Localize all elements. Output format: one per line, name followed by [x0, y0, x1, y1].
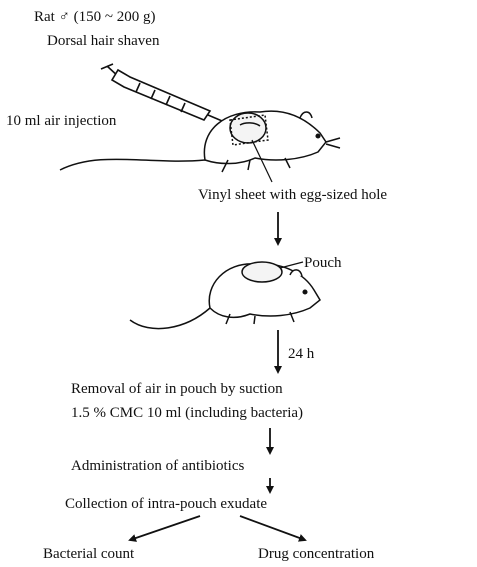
- rat-illustration-top: [60, 111, 340, 172]
- syringe-icon: [101, 64, 234, 126]
- rat-illustration-middle: [130, 262, 320, 329]
